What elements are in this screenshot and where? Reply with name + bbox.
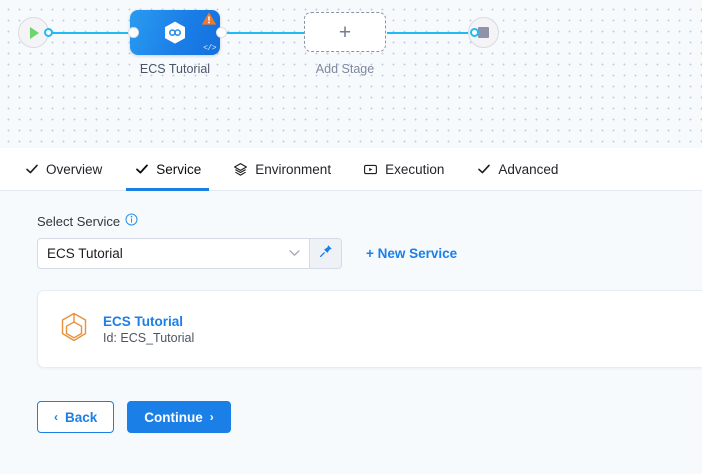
cube-hexagon-icon: [59, 311, 89, 348]
service-select[interactable]: ECS Tutorial: [37, 238, 342, 269]
info-icon[interactable]: [125, 213, 138, 229]
service-card-texts: ECS Tutorial Id: ECS_Tutorial: [103, 314, 194, 345]
add-stage-button[interactable]: +: [304, 12, 386, 52]
chevron-right-icon: ›: [209, 410, 214, 424]
pipeline-start-node[interactable]: [18, 17, 49, 48]
back-button-label: Back: [65, 409, 98, 425]
service-select-value-box[interactable]: ECS Tutorial: [38, 239, 309, 268]
stop-square-icon: [478, 27, 489, 38]
execution-icon: [363, 162, 378, 177]
edge-stage-to-addstage: [222, 32, 304, 34]
tab-advanced[interactable]: Advanced: [460, 148, 574, 191]
stage-node-in-port[interactable]: [129, 28, 138, 37]
service-tab-panel: Select Service ECS Tutorial: [0, 191, 702, 474]
stage-tabs: Overview Service Environment Exec: [0, 148, 702, 191]
check-icon: [134, 162, 149, 177]
play-icon: [30, 26, 39, 39]
service-select-row: ECS Tutorial + New Service: [37, 238, 702, 269]
tab-overview[interactable]: Overview: [8, 148, 118, 191]
chevron-left-icon: ‹: [54, 410, 58, 424]
add-stage-label: Add Stage: [315, 62, 375, 76]
continue-button-label: Continue: [144, 409, 203, 425]
tab-overview-label: Overview: [46, 161, 103, 177]
pipeline-canvas[interactable]: </> ECS Tutorial + Add Stage: [0, 0, 702, 148]
stage-node-label: ECS Tutorial: [139, 62, 211, 76]
end-node-in-port[interactable]: [470, 28, 479, 37]
tab-environment[interactable]: Environment: [217, 148, 347, 191]
start-node-out-port[interactable]: [44, 28, 53, 37]
tab-advanced-label: Advanced: [498, 161, 559, 177]
select-service-label: Select Service: [37, 213, 702, 229]
code-brackets-icon[interactable]: </>: [203, 44, 216, 53]
select-service-text: Select Service: [37, 213, 121, 229]
tab-execution[interactable]: Execution: [347, 148, 460, 191]
plus-icon: +: [338, 20, 352, 44]
back-button[interactable]: ‹ Back: [37, 401, 115, 433]
service-card[interactable]: ECS Tutorial Id: ECS_Tutorial: [37, 290, 702, 368]
new-service-link[interactable]: + New Service: [366, 246, 458, 261]
tab-environment-label: Environment: [255, 161, 332, 177]
harness-hexagon-icon: [162, 20, 188, 51]
edge-start-to-stage: [48, 32, 136, 34]
service-card-name[interactable]: ECS Tutorial: [103, 313, 184, 329]
tab-service[interactable]: Service: [118, 148, 217, 191]
warning-triangle-icon: [201, 11, 217, 31]
wizard-buttons: ‹ Back Continue ›: [37, 401, 702, 433]
service-select-value: ECS Tutorial: [47, 246, 123, 261]
edge-addstage-to-end: [387, 32, 474, 34]
layers-icon: [233, 162, 248, 177]
stage-node-ecs-tutorial[interactable]: </>: [130, 10, 220, 55]
chevron-down-icon: [289, 248, 300, 260]
stage-node-out-port[interactable]: [217, 28, 226, 37]
continue-button[interactable]: Continue ›: [127, 401, 231, 433]
check-icon: [24, 162, 39, 177]
tab-execution-label: Execution: [385, 161, 445, 177]
check-icon: [476, 162, 491, 177]
pin-service-button[interactable]: [309, 239, 341, 268]
service-card-id: Id: ECS_Tutorial: [103, 330, 195, 345]
tab-service-label: Service: [156, 161, 202, 177]
pin-icon: [319, 244, 333, 263]
